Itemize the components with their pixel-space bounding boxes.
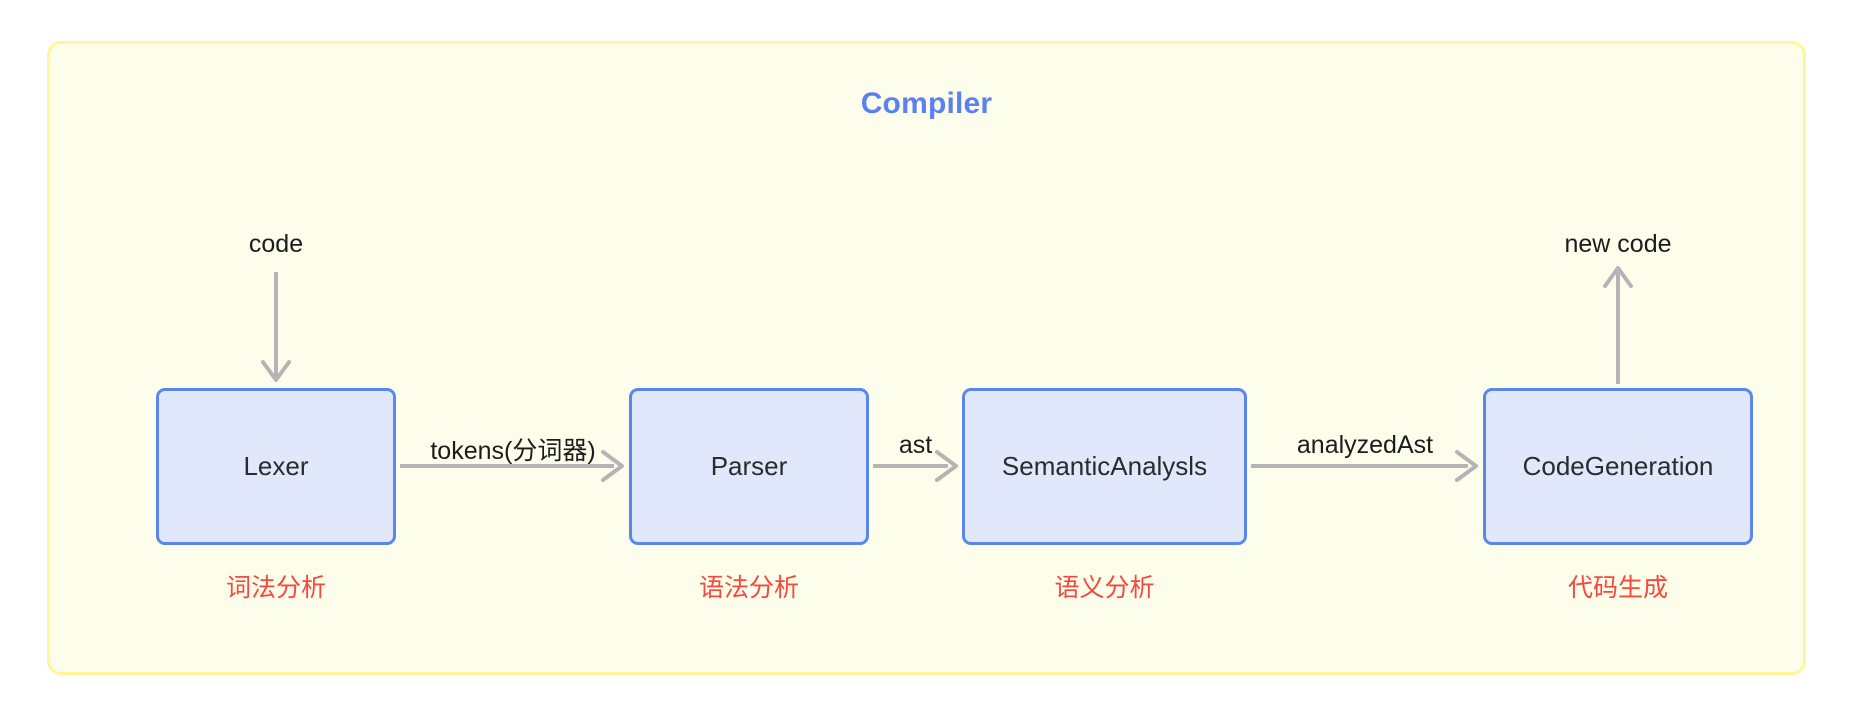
node-parser[interactable]: Parser: [629, 388, 869, 545]
edge-label-tokens: tokens(分词器): [430, 437, 596, 465]
page-title: Compiler: [860, 87, 993, 120]
node-lexer-label: Lexer: [243, 451, 309, 481]
node-code-generation-label: CodeGeneration: [1522, 451, 1714, 481]
node-code-generation[interactable]: CodeGeneration: [1483, 388, 1753, 545]
node-parser-label: Parser: [710, 451, 788, 481]
node-semantic-analysis[interactable]: SemanticAnalysls: [962, 388, 1247, 545]
node-lexer-cn-label: 词法分析: [225, 574, 326, 602]
edge-label-analyzed-ast: analyzedAst: [1296, 431, 1434, 459]
node-parser-cn-label: 语法分析: [698, 574, 799, 602]
edge-label-ast: ast: [898, 431, 933, 459]
compiler-container: Compiler: [47, 41, 1806, 675]
edge-label-new-code: new code: [1564, 230, 1672, 258]
node-code-generation-cn-label: 代码生成: [1567, 574, 1668, 602]
node-lexer[interactable]: Lexer: [156, 388, 396, 545]
node-semantic-analysis-label: SemanticAnalysls: [1001, 451, 1208, 481]
edge-label-code: code: [248, 230, 304, 258]
node-semantic-analysis-cn-label: 语义分析: [1054, 574, 1155, 602]
